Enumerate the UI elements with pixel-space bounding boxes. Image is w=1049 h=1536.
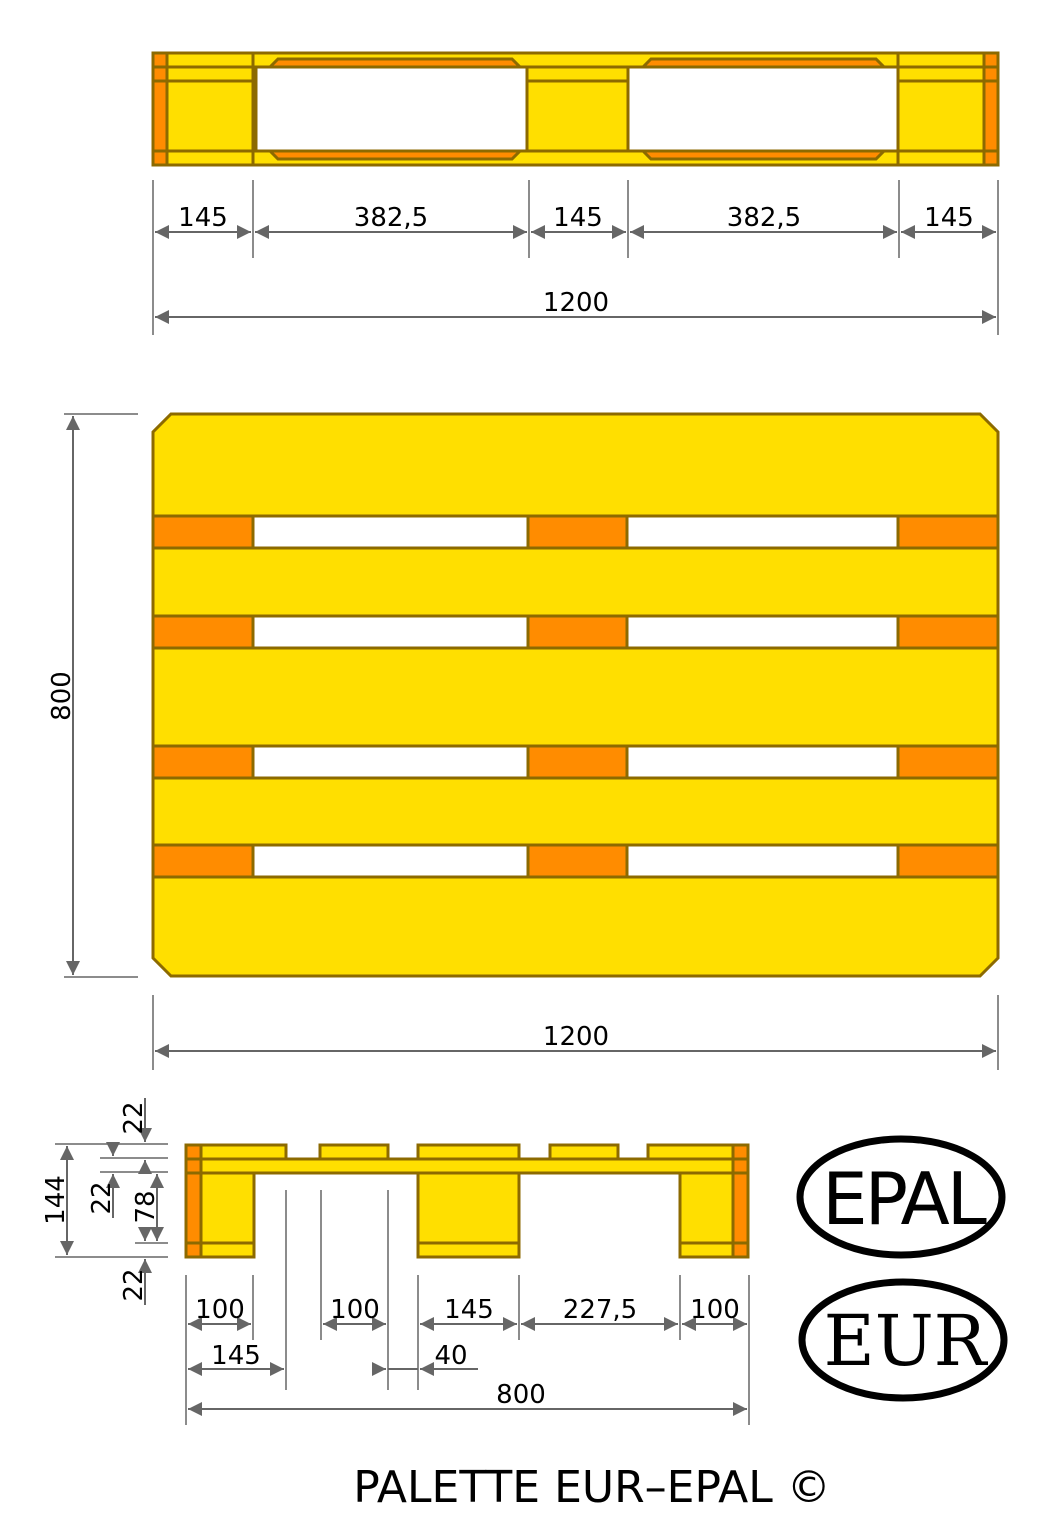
dimensions-short-heights: 144 22 22 78 22 — [41, 1098, 168, 1305]
dim-short-row1-5: 100 — [690, 1295, 740, 1325]
fork-opening-right — [626, 65, 900, 153]
dim-short-total-height: 144 — [41, 1175, 71, 1225]
dim-long-seg-4: 382,5 — [727, 203, 801, 233]
side-long-right-end — [982, 51, 1000, 167]
epal-logo: EPAL — [796, 1135, 1006, 1259]
dim-short-row2-2: 40 — [434, 1341, 467, 1371]
dim-short-row1-1: 100 — [195, 1295, 245, 1325]
dim-top-width: 1200 — [543, 1022, 609, 1052]
dim-long-seg-5: 145 — [924, 203, 974, 233]
dim-short-row1-4: 227,5 — [563, 1295, 637, 1325]
dimensions-short-widths: 100 100 145 227,5 100 145 40 800 — [185, 1190, 750, 1425]
eur-logo: EUR — [798, 1278, 1008, 1402]
dim-top-height: 800 — [47, 671, 77, 721]
dim-short-top-board: 22 — [119, 1101, 149, 1134]
dim-short-total: 800 — [496, 1380, 546, 1410]
epal-logo-text: EPAL — [822, 1157, 987, 1241]
dim-short-block: 78 — [131, 1190, 161, 1223]
dimensions-long-side: 145 382,5 145 382,5 145 1200 — [152, 180, 999, 335]
dim-long-total: 1200 — [543, 288, 609, 318]
side-view-long — [151, 51, 1000, 167]
eur-logo-text: EUR — [824, 1300, 989, 1382]
side-long-left-end — [151, 51, 169, 167]
dim-short-row2-1: 145 — [211, 1341, 261, 1371]
dim-short-row1-3: 145 — [444, 1295, 494, 1325]
dim-long-seg-1: 145 — [178, 203, 228, 233]
drawing-title: PALETTE EUR–EPAL © — [353, 1462, 831, 1513]
dim-short-bottom-board: 22 — [119, 1268, 149, 1301]
dim-short-stringer: 22 — [87, 1181, 117, 1214]
dim-short-row1-2: 100 — [330, 1295, 380, 1325]
top-view-outline — [151, 412, 1000, 978]
fork-opening-left — [254, 65, 529, 153]
side-view-short — [184, 1143, 750, 1259]
top-view — [151, 412, 1000, 978]
dimensions-top-view: 800 1200 — [47, 413, 999, 1070]
dim-long-seg-2: 382,5 — [354, 203, 428, 233]
dim-long-seg-3: 145 — [553, 203, 603, 233]
